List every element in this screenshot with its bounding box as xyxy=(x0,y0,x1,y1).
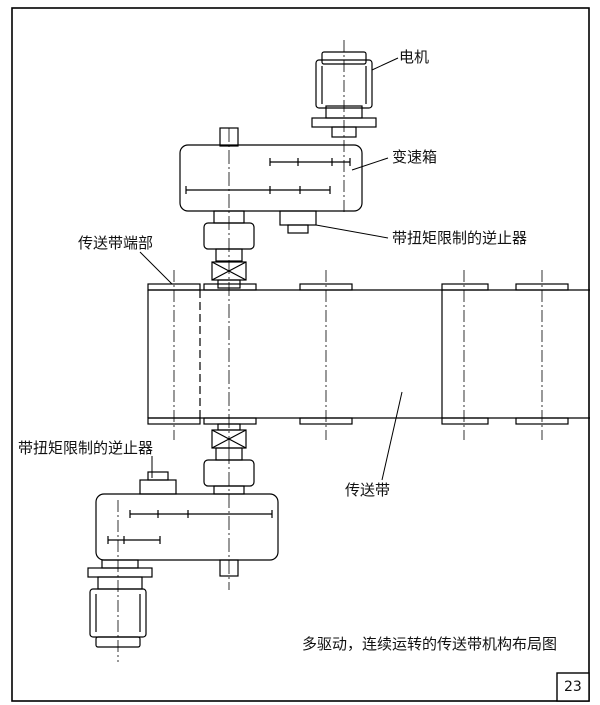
top-gearbox xyxy=(179,127,363,212)
label-belt-end: 传送带端部 xyxy=(78,234,154,252)
bottom-motor xyxy=(87,500,153,662)
leader-belt xyxy=(381,391,403,481)
label-belt: 传送带 xyxy=(345,481,391,499)
page-number: 23 xyxy=(564,679,582,695)
page-number-box xyxy=(556,672,590,702)
label-backstop-top: 带扭矩限制的逆止器 xyxy=(392,229,528,247)
label-motor: 电机 xyxy=(399,48,430,66)
figure-caption: 多驱动，连续运转的传送带机构布局图 xyxy=(302,635,558,653)
leader-gearbox xyxy=(351,157,389,171)
leader-motor xyxy=(371,57,399,71)
page-border xyxy=(11,7,590,702)
leader-backstop-top xyxy=(315,224,389,239)
bottom-gearbox xyxy=(95,450,279,590)
top-couplings xyxy=(203,210,255,289)
conveyor-belt xyxy=(147,270,590,440)
top-motor xyxy=(311,40,377,212)
bottom-backstop xyxy=(139,471,177,495)
leader-belt-end xyxy=(139,251,173,285)
label-backstop-bottom: 带扭矩限制的逆止器 xyxy=(18,439,154,457)
label-gearbox: 变速箱 xyxy=(392,148,438,166)
top-backstop xyxy=(279,210,317,234)
